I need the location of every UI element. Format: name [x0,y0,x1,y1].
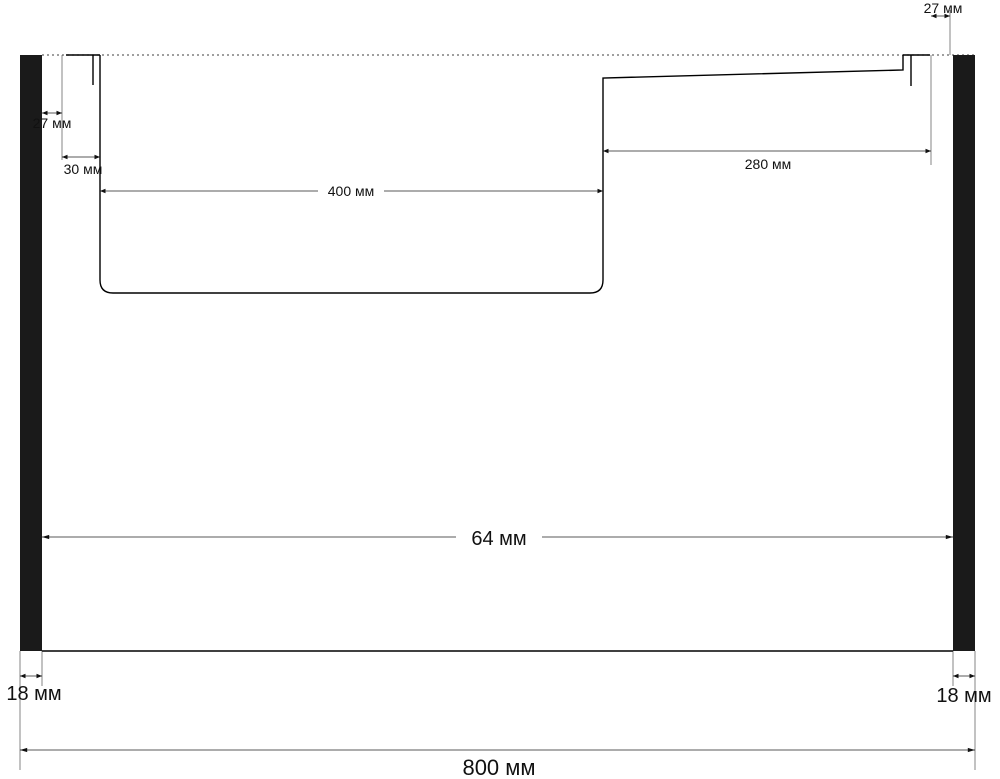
dim-inner-width-label: 64 мм [471,528,526,550]
dim-panel-right-label: 18 мм [936,685,991,707]
dim-panel-left-label: 18 мм [6,683,61,705]
dim-offset-left-label: 30 мм [64,161,103,177]
dim-total-width-label: 800 мм [462,755,535,779]
dim-gap-top-right-label: 27 мм [924,0,963,16]
dim-basin-width-label: 400 мм [328,183,375,199]
dim-gap-left-small-label: 27 мм [33,115,72,131]
dim-shelf-width-label: 280 мм [745,156,792,172]
right-side-panel [953,55,975,651]
basin-outline [92,55,912,294]
left-side-panel [20,55,42,651]
